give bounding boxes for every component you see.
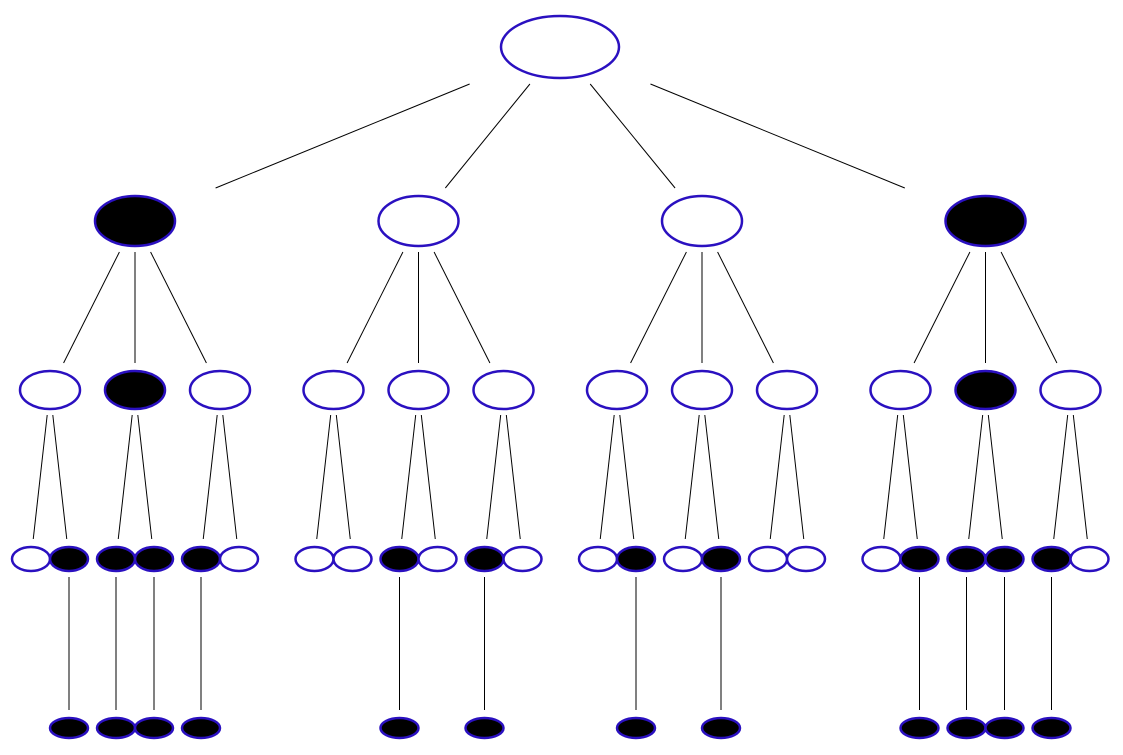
tree-node-root-1-1-1	[417, 545, 458, 573]
tree-edge-root-2-0-0	[599, 414, 615, 540]
tree-edge-root-1-1-0	[401, 414, 417, 540]
tree-node-root-1-1-0	[379, 545, 420, 573]
tree-edge-root-1-2-1	[505, 414, 521, 540]
tree-edge-root-0-2-0	[202, 414, 218, 540]
tree-node-root-0-2-0-0	[180, 716, 222, 740]
tree-edge-root-0-0	[63, 251, 120, 364]
tree-node-root-1-1	[387, 369, 450, 411]
tree-edge-root-0-2	[150, 251, 207, 364]
tree-node-root-3	[944, 194, 1027, 248]
tree-edge-root-1	[444, 83, 531, 189]
tree-node-root-1-0	[302, 369, 365, 411]
tree-edge-root-1-1-1	[420, 414, 436, 540]
tree-node-root-3-1-0	[946, 545, 987, 573]
tree-edge-root-0	[215, 83, 470, 189]
tree-node-root-0-0-1	[48, 545, 90, 573]
tree-edge-root-2-0-1	[619, 414, 635, 540]
tree-node-root-3-0	[869, 369, 932, 411]
tree-node-root-0-0-1-0	[48, 716, 90, 740]
tree-node-root-2-2-0	[747, 545, 789, 573]
tree-node-root-0-2-0	[180, 545, 222, 573]
tree-edge-root-3-2	[1000, 251, 1058, 364]
tree-edge-root-1-2	[433, 251, 491, 364]
tree-edge-root-3-0-0	[883, 414, 899, 540]
tree-edge-root-2	[589, 83, 676, 189]
tree-edge-root-2-2	[717, 251, 774, 364]
tree-edge-root-2-1-0	[684, 414, 700, 540]
tree-node-root-1-1-0-0	[379, 716, 420, 740]
tree-node-root-1-2-0-0	[464, 716, 505, 740]
tree-node-root-0-1	[103, 369, 167, 411]
tree-edge-root-2-1-1	[704, 414, 720, 540]
tree-node-root-0-2	[188, 369, 252, 411]
tree-edge-root-2-2-1	[789, 414, 805, 540]
tree-node-root-3-2-0-0	[1031, 716, 1072, 740]
tree-node-root	[499, 14, 621, 80]
tree-edge-root-0-0-0	[32, 414, 48, 540]
tree-node-root-3-2	[1039, 369, 1102, 411]
tree-node-root-2-1-0	[662, 545, 704, 573]
tree-node-root-3-1	[954, 369, 1017, 411]
tree-node-root-0-2-1	[218, 545, 260, 573]
tree-node-root-0-1-1	[133, 545, 175, 573]
tree-node-root-0-1-0	[95, 545, 137, 573]
tree-node-root-2-0	[585, 369, 649, 411]
tree-edges	[32, 83, 1088, 710]
tree-node-root-0-0	[18, 369, 82, 411]
tree-edge-root-3-1-1	[987, 414, 1003, 540]
tree-edge-root-2-2-0	[769, 414, 785, 540]
tree-node-root-3-0-0	[861, 545, 902, 573]
tree-node-root-2-0-1	[615, 545, 657, 573]
tree-edge-root-3-2-0	[1053, 414, 1069, 540]
tree-node-root-2-1-1	[700, 545, 742, 573]
tree-node-root-1-2-1	[502, 545, 543, 573]
tree-edge-root-1-0-1	[335, 414, 351, 540]
tree-nodes	[10, 14, 1110, 740]
tree-node-root-2-0-0	[577, 545, 619, 573]
tree-edge-root-0-1-0	[117, 414, 133, 540]
tree-node-root-2-2-1	[785, 545, 827, 573]
tree-edge-root-3	[650, 83, 905, 189]
tree-node-root-2-2	[755, 369, 819, 411]
tree-node-root-3-1-1	[984, 545, 1025, 573]
tree-edge-root-3-0	[913, 251, 971, 364]
tree-node-root-1-2	[472, 369, 535, 411]
tree-node-root-2	[660, 194, 744, 248]
tree-node-root-0-0-0	[10, 545, 52, 573]
tree-edge-root-3-1-0	[968, 414, 984, 540]
tree-node-root-2-1-1-0	[700, 716, 742, 740]
tree-edge-root-0-1-1	[137, 414, 153, 540]
tree-edge-root-2-0	[630, 251, 687, 364]
tree-edge-root-3-2-1	[1072, 414, 1088, 540]
tree-edge-root-0-0-1	[52, 414, 68, 540]
tree-node-root-1-2-0	[464, 545, 505, 573]
tree-edge-root-1-2-0	[486, 414, 502, 540]
tree-node-root-3-0-1	[899, 545, 940, 573]
tree-node-root-0-1-0-0	[95, 716, 137, 740]
tree-edge-root-0-2-1	[222, 414, 238, 540]
tree-node-root-1-0-0	[294, 545, 335, 573]
tree-node-root-0	[93, 194, 177, 248]
tree-edge-root-1-0	[346, 251, 404, 364]
tree-node-root-2-1	[670, 369, 734, 411]
tree-node-root-1	[377, 194, 460, 248]
tree-node-root-3-2-0	[1031, 545, 1072, 573]
tree-edge-root-1-0-0	[316, 414, 332, 540]
tree-node-root-3-1-0-0	[946, 716, 987, 740]
tree-node-root-3-2-1	[1069, 545, 1110, 573]
tree-node-root-3-0-1-0	[899, 716, 940, 740]
tree-node-root-3-1-1-0	[984, 716, 1025, 740]
tree-edge-root-3-0-1	[902, 414, 918, 540]
tree-node-root-1-0-1	[332, 545, 373, 573]
tree-node-root-2-0-1-0	[615, 716, 657, 740]
tree-node-root-0-1-1-0	[133, 716, 175, 740]
